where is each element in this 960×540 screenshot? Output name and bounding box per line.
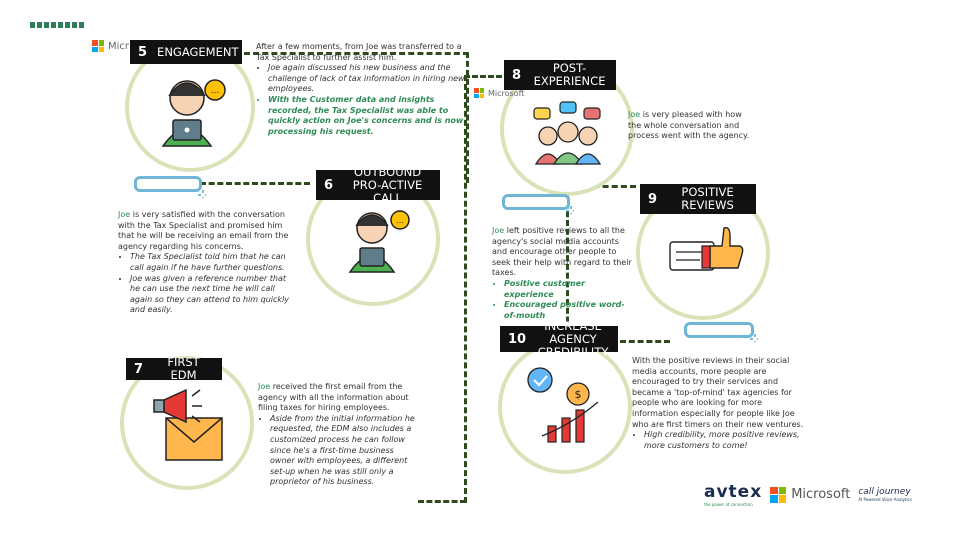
step10-text: With the positive reviews in their socia… [632,356,806,451]
step8-text: Joe is very pleased with how the whole c… [628,110,752,142]
svg-text:$: $ [575,388,582,401]
microsoft-logo-top: Micr [92,40,129,52]
step10-circle: $ [498,340,632,474]
step5-intro: After a few moments, from Joe was transf… [256,42,466,63]
step7-title: FIRST EDM [153,356,214,382]
step5-number: 5 [138,45,147,60]
step5-label: 5 ENGAGEMENT [130,40,242,64]
cursor-sparkle-icon-2 [566,206,574,214]
step6-intro: is very satisfied with the conversation … [118,210,288,251]
step6-text: Joe is very satisfied with the conversat… [118,210,296,316]
connector-7-8 [418,500,466,503]
cursor-sparkle-icon-3 [750,334,758,342]
step10-bullet1: High credibility, more positive reviews,… [644,430,806,451]
credibility-growth-icon: $ [502,344,628,470]
step9-number: 9 [648,192,657,207]
microsoft-logo-text: Micr [108,41,129,52]
step10-title: INCREASE AGENCY CREDIBILITY [536,320,610,359]
microsoft-logo-small: Microsoft [474,88,524,98]
call-journey-tagline: AI Powered Voice Analytics [858,497,912,502]
step6-joe: Joe [118,210,130,219]
agent-headset-icon: ... [129,46,251,168]
step6-bullet1: The Tax Specialist told him that he can … [130,252,296,273]
microsoft-logo-label: Microsoft [791,487,850,502]
connector-6-left [200,182,310,185]
step5-text: After a few moments, from Joe was transf… [256,42,466,137]
connector-vertical-mid [464,75,467,503]
avtex-logo-text: avtex [704,482,762,502]
step9-text: Joe left positive reviews to all the age… [492,226,632,321]
step9-title: POSITIVE REVIEWS [667,186,748,212]
step9-input-pill[interactable] [684,322,754,338]
step10-label: 10 INCREASE AGENCY CREDIBILITY [500,326,618,352]
cursor-sparkle-icon [198,190,206,198]
step9-label: 9 POSITIVE REVIEWS [640,184,756,214]
step8-number: 8 [512,68,521,83]
avtex-logo: avtex the power of connection [704,482,762,507]
step7-text: Joe received the first email from the ag… [258,382,418,488]
step9-intro: left positive reviews to all the agency'… [492,226,632,277]
step8-joe: Joe [628,110,640,119]
svg-text:...: ... [396,216,404,225]
step8-title: POST-EXPERIENCE [531,62,608,88]
call-journey-text: call journey [858,487,912,497]
step6-title: OUTBOUND PRO-ACTIVE CALL [343,166,432,205]
microsoft-small-text: Microsoft [488,89,524,98]
agent-call-icon: ... [334,200,414,280]
decor-dots [30,22,86,28]
step9-bullet1: Positive customer experience [504,279,632,300]
svg-text:...: ... [211,86,220,96]
step7-number: 7 [134,362,143,377]
step10-number: 10 [508,332,526,347]
step8-input-pill[interactable] [502,194,570,210]
step9-joe: Joe [492,226,504,235]
avtex-tagline: the power of connection [704,502,762,507]
connector-10-right [620,340,670,343]
step7-label: 7 FIRST EDM [126,358,222,380]
step5-bullet1: Joe again discussed his new business and… [268,63,466,95]
step7-joe: Joe [258,382,270,391]
step6-bullet2: Joe was given a reference number that he… [130,274,296,316]
microsoft-logo: Microsoft [770,487,850,503]
step5-title: ENGAGEMENT [157,46,238,59]
step8-intro: is very pleased with how the whole conve… [628,110,749,140]
call-journey-logo: call journey AI Powered Voice Analytics [858,487,912,502]
step6-number: 6 [324,178,333,193]
step6-label: 6 OUTBOUND PRO-ACTIVE CALL [316,170,440,200]
footer-logos: avtex the power of connection Microsoft … [704,482,912,507]
step5-input-pill[interactable] [134,176,202,192]
step7-bullet1: Aside from the initial information he re… [270,414,418,488]
step8-label: 8 POST-EXPERIENCE [504,60,616,90]
step5-bullet2: With the Customer data and insights reco… [268,95,466,137]
step10-intro: With the positive reviews in their socia… [632,356,806,430]
step7-intro: received the first email from the agency… [258,382,409,412]
